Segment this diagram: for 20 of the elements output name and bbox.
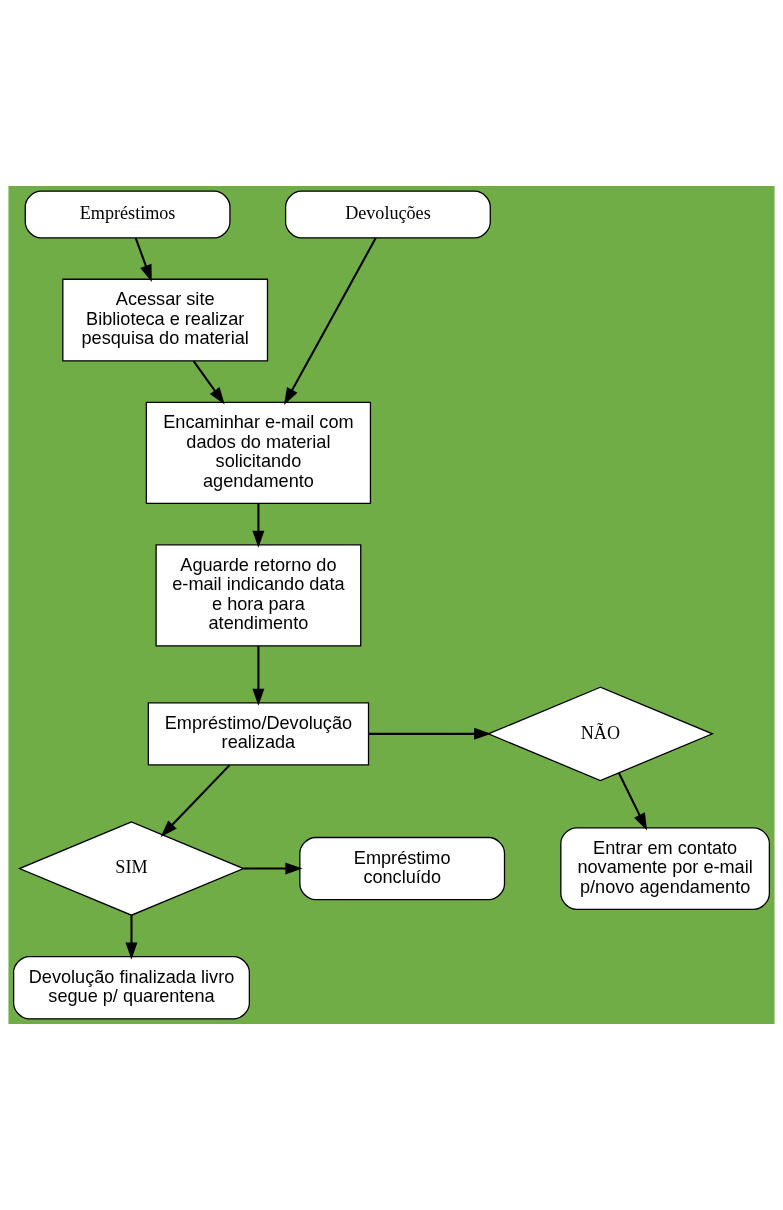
arrow bbox=[368, 727, 492, 740]
arrow bbox=[192, 360, 225, 405]
node-box: Devoluções bbox=[284, 190, 491, 239]
arrow bbox=[160, 764, 231, 837]
node-box: Aguarde retorno do e-mail indicando data e hora para atendimento bbox=[155, 544, 362, 647]
node-box: Acessar site Biblioteca e realizar pesquisa do material bbox=[62, 278, 269, 362]
arrow bbox=[252, 646, 265, 706]
node-box: Empréstimo/Devolução realizada bbox=[147, 702, 370, 766]
node-box: Entrar em contato novamente por e-mail p/novo agendamento bbox=[560, 827, 771, 910]
arrow bbox=[243, 862, 303, 875]
arrow bbox=[284, 237, 377, 405]
node-box: Empréstimos bbox=[24, 190, 231, 239]
arrow bbox=[125, 915, 138, 960]
node-box: Devolução finalizada livro segue p/ quarentena bbox=[12, 956, 250, 1020]
node-box: Empréstimo concluído bbox=[299, 836, 506, 901]
arrow bbox=[134, 237, 152, 282]
node-box: Encaminhar e-mail com dados do material solicitando agendamento bbox=[145, 401, 372, 504]
arrow bbox=[618, 772, 648, 831]
arrow bbox=[252, 503, 265, 548]
node-diamond: NÃO bbox=[486, 686, 715, 782]
